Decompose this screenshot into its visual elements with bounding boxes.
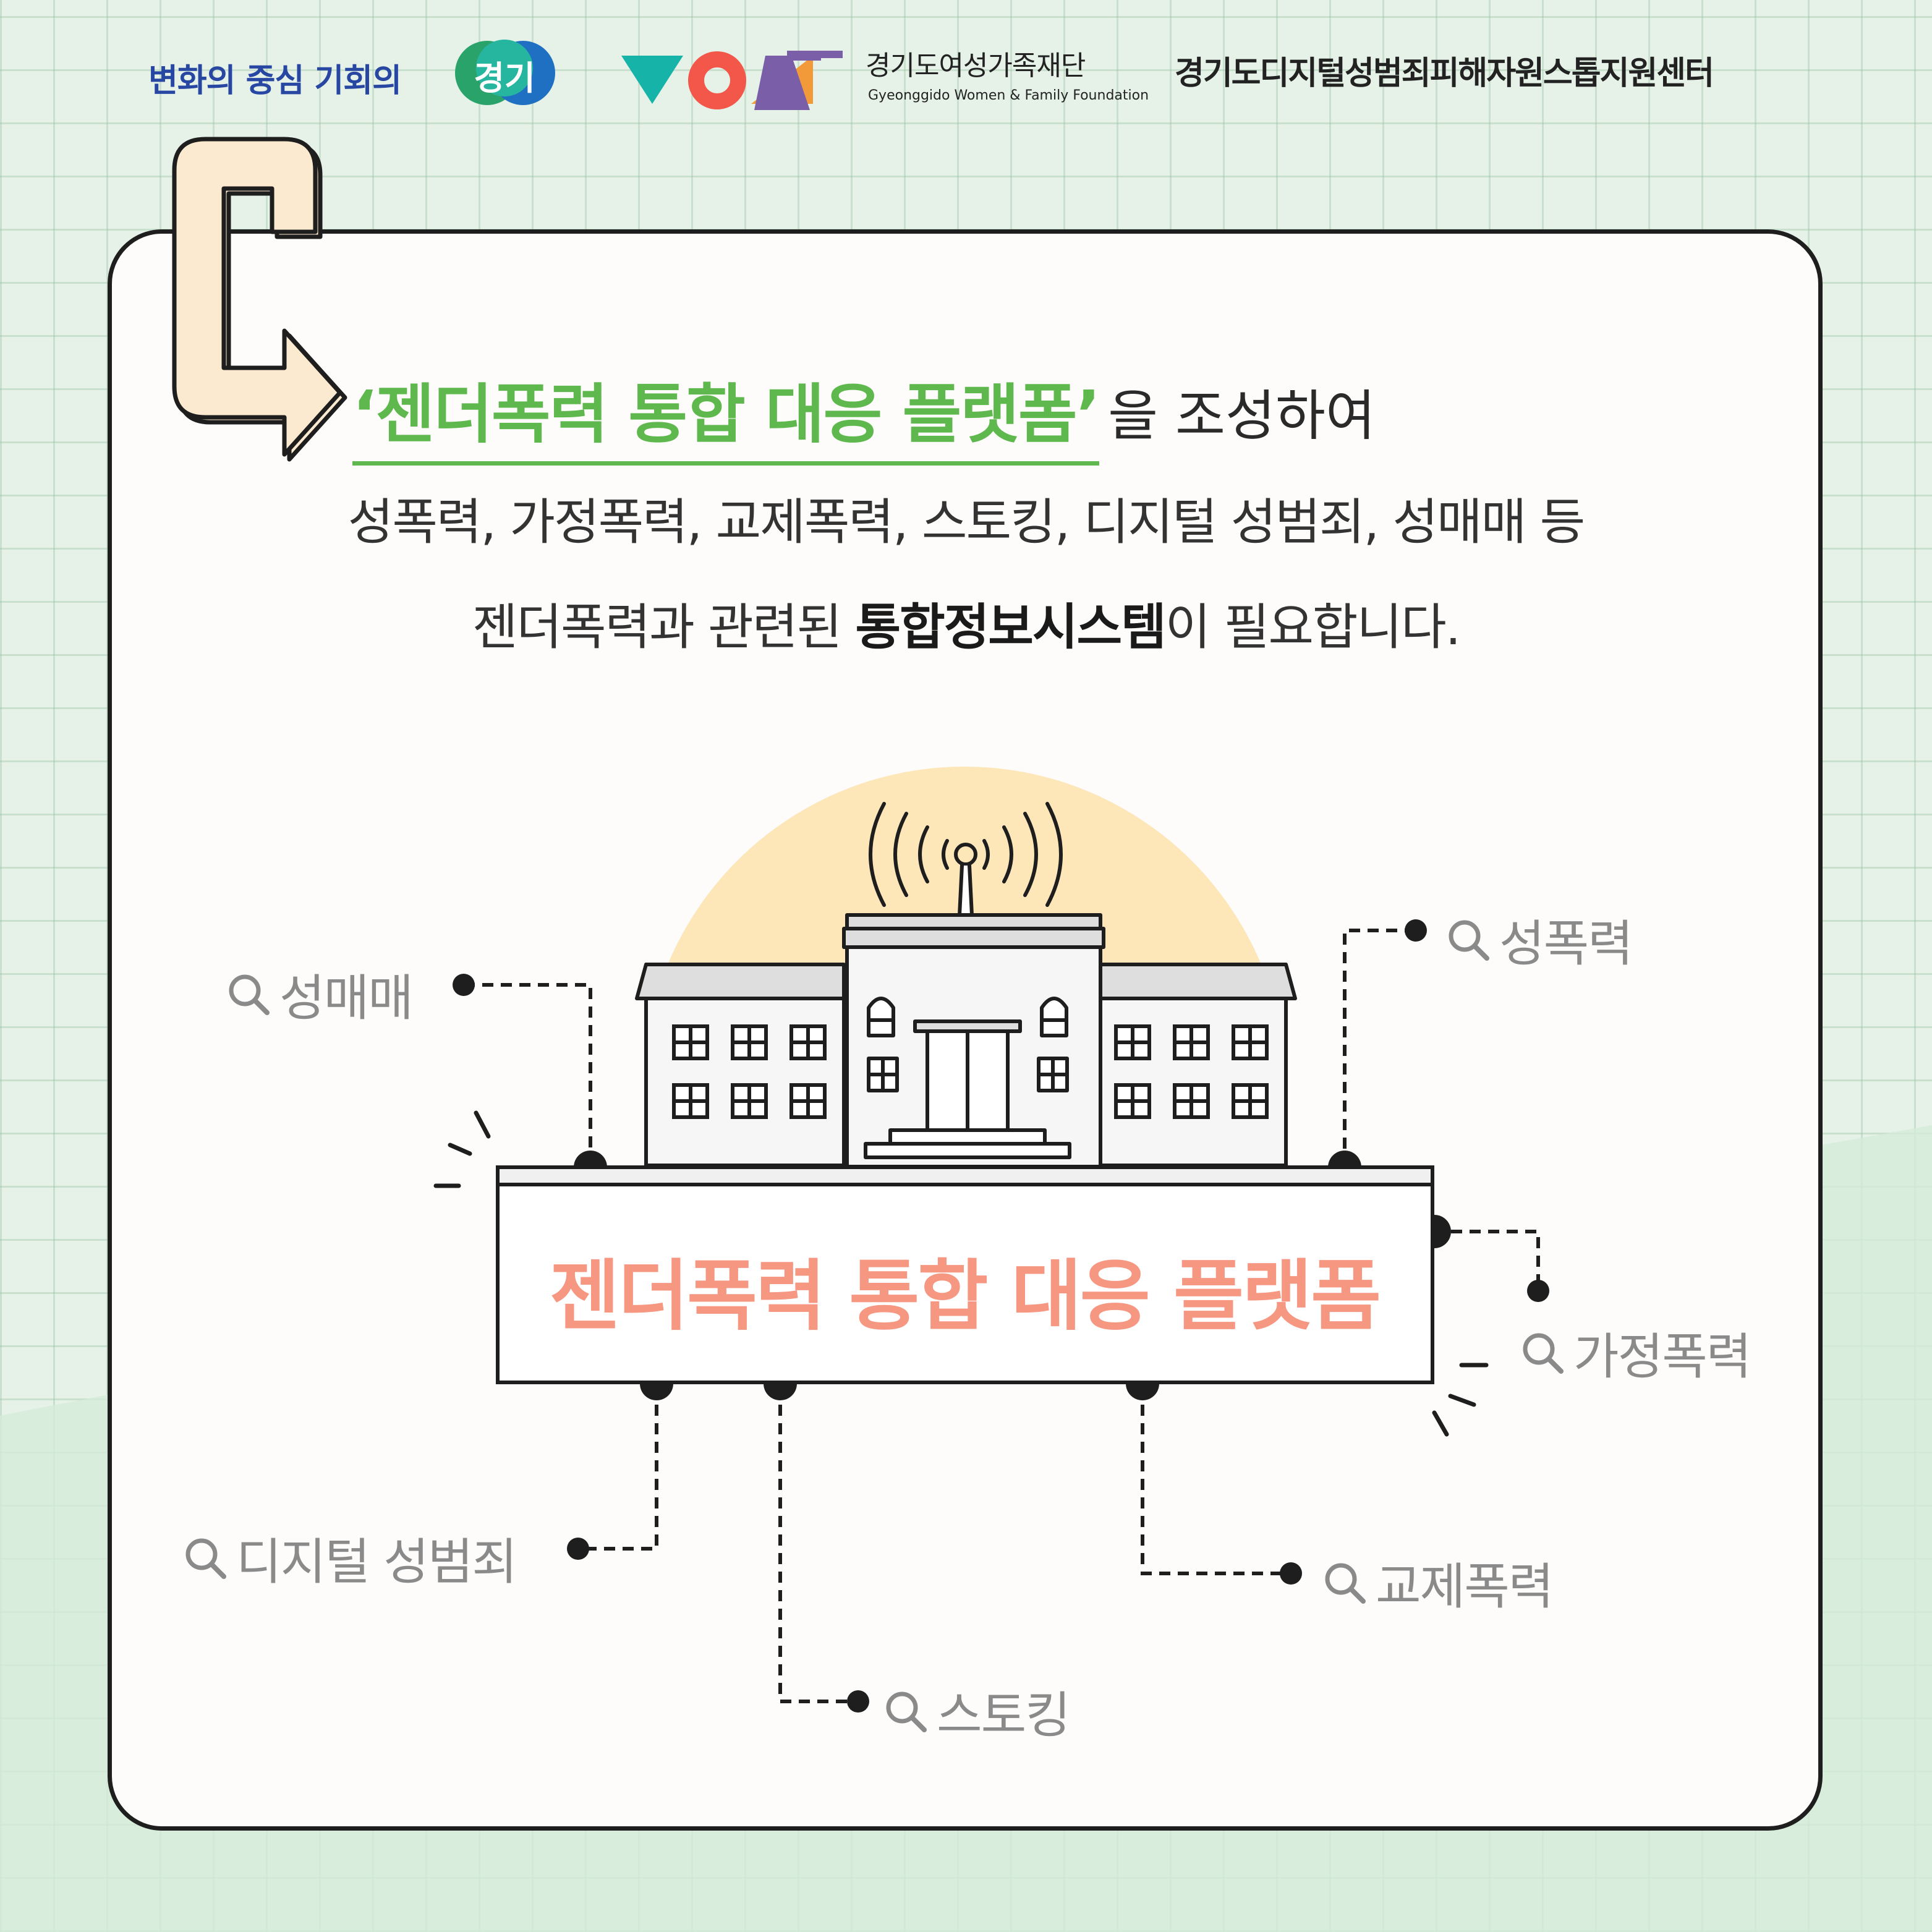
magnifier-icon — [1449, 920, 1489, 961]
connector-lines — [464, 929, 1540, 1703]
center-name: 경기도디지털성범죄피해자원스톱지원센터 — [1175, 55, 1714, 92]
body-line-2: 젠더폭력과 관련된 통합정보시스템이 필요합니다. — [0, 587, 1932, 659]
tag-domestic-violence-label: 가정폭력 — [1573, 1328, 1751, 1385]
burst-marks — [433, 1110, 1489, 1437]
magnifier-icon — [886, 1692, 927, 1732]
headline-rest: 을 조성하여 — [1108, 384, 1376, 448]
platform-label: 젠더폭력 통합 대응 플랫폼 — [549, 1252, 1381, 1341]
bent-arrow-icon — [172, 137, 347, 462]
magnifier-icon — [1325, 1563, 1366, 1604]
tag-dating-violence: 교제폭력 — [1320, 1547, 1554, 1619]
gyeonggi-badge-text: 경기 — [474, 59, 535, 98]
headline: ‘젠더폭력 통합 대응 플랫폼’을 조성하여 — [340, 343, 1376, 466]
building-icon — [635, 913, 1297, 1168]
tag-prostitution: 성매매 — [224, 958, 414, 1030]
connector-dots — [453, 919, 1549, 1713]
magnifier-icon — [185, 1538, 226, 1579]
header: 변화의 중심 기회의 경기 경기도여성가족재단 Gyeonggido Women… — [0, 25, 1932, 117]
tag-sexual-violence: 성폭력 — [1444, 904, 1633, 976]
magnifier-icon — [1523, 1333, 1564, 1374]
tag-stalking: 스토킹 — [881, 1675, 1071, 1747]
tag-sexual-violence-label: 성폭력 — [1499, 915, 1633, 972]
tag-digital-sex-crime: 디지털 성범죄 — [181, 1522, 517, 1594]
platform-top — [496, 1165, 1434, 1186]
tag-prostitution-label: 성매매 — [279, 969, 414, 1027]
tag-dating-violence-label: 교제폭력 — [1376, 1558, 1554, 1615]
foundation-name: 경기도여성가족재단 — [866, 50, 1086, 82]
tag-domestic-violence: 가정폭력 — [1518, 1317, 1751, 1389]
wing-windows — [672, 1024, 1269, 1119]
foundation-name-en: Gyeonggido Women & Family Foundation — [868, 88, 1149, 103]
body-line-2-post: 이 필요합니다. — [1165, 598, 1461, 656]
magnifier-icon — [229, 974, 270, 1015]
tag-digital-sex-crime-label: 디지털 성범죄 — [236, 1533, 517, 1591]
gyeonggi-badge-icon — [455, 40, 555, 105]
body-line-1: 성폭력, 가정폭력, 교제폭력, 스토킹, 디지털 성범죄, 성매매 등 — [347, 493, 1586, 551]
gyeonggi-logo: 경기 — [444, 37, 565, 105]
headline-highlight: ‘젠더폭력 통합 대응 플랫폼’ — [352, 362, 1100, 466]
body-line-2-pre: 젠더폭력과 관련된 — [472, 598, 856, 656]
foundation-logo-icon — [621, 51, 843, 110]
tag-stalking-label: 스토킹 — [937, 1687, 1071, 1744]
slogan: 변화의 중심 기회의 — [148, 62, 402, 100]
platform-box — [496, 1183, 1434, 1384]
body-line-2-bold: 통합정보시스템 — [855, 598, 1167, 656]
